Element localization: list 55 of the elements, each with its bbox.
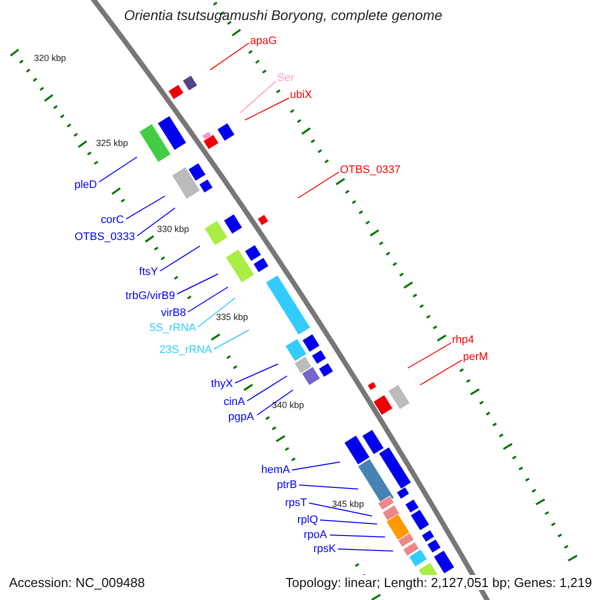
leader-line — [98, 156, 138, 182]
accession-text: Accession: NC_009488 — [9, 575, 145, 590]
gene-label: rpsK — [313, 542, 336, 556]
leader-line — [298, 484, 358, 490]
gene-label: 23S_rRNA — [159, 343, 212, 357]
leader-line — [136, 208, 176, 236]
gene-label: cinA — [224, 395, 245, 409]
leader-line — [240, 80, 276, 114]
leader-line — [234, 364, 278, 384]
gene-label: apaG — [250, 34, 277, 48]
position-label: 320 kbp — [34, 53, 66, 63]
leader-line — [256, 390, 294, 416]
gene-label: rpoA — [304, 528, 327, 542]
gene-label: ptrB — [276, 478, 297, 492]
gene-label: pleD — [74, 178, 97, 192]
position-label: 330 kbp — [157, 224, 190, 234]
gene-label: virB8 — [160, 306, 186, 320]
gene-label: 5S_rRNA — [150, 321, 196, 335]
gene-label: corC — [100, 213, 124, 227]
leader-line — [126, 196, 166, 220]
leader-line — [330, 534, 386, 538]
leader-line — [338, 548, 394, 552]
leader-line — [246, 376, 288, 402]
leader-line — [210, 42, 250, 70]
gene-label: perM — [463, 350, 488, 364]
genome-stats-text: Topology: linear; Length: 2,127,051 bp; Genes: 1,219 — [286, 575, 592, 590]
gene-label: Ser — [277, 71, 294, 85]
leader-line — [420, 360, 462, 386]
leader-line — [320, 520, 378, 524]
gene-label: rpsT — [285, 496, 307, 510]
position-label: 325 kbp — [96, 138, 128, 148]
leader-line — [298, 172, 340, 198]
leader-line — [214, 330, 250, 350]
gene-label: OTBS_0333 — [74, 230, 135, 244]
leader-line — [188, 286, 228, 312]
gene-label: rhp4 — [452, 333, 474, 347]
leader-line — [176, 274, 218, 294]
leader-line — [292, 462, 340, 470]
gene-label: trbG/virB9 — [125, 289, 175, 303]
diagram-title: Orientia tsutsugamushi Boryong, complete genome — [124, 8, 442, 22]
position-label: 345 kbp — [332, 499, 364, 509]
position-label: 340 kbp — [272, 400, 304, 410]
gene-label: rplQ — [297, 513, 318, 527]
gene-label: hemA — [261, 463, 290, 477]
leader-line — [408, 342, 452, 368]
leader-line — [198, 298, 236, 328]
gene-label: thyX — [210, 377, 233, 391]
gene-label: ubiX — [290, 88, 312, 102]
leader-line — [244, 98, 290, 120]
gene-label: OTBS_0337 — [340, 163, 401, 177]
gene-label: ftsY — [139, 265, 158, 279]
leader-line — [308, 502, 372, 516]
position-label: 335 kbp — [216, 312, 248, 322]
leader-line — [160, 246, 200, 272]
gene-label: pgpA — [228, 410, 254, 424]
